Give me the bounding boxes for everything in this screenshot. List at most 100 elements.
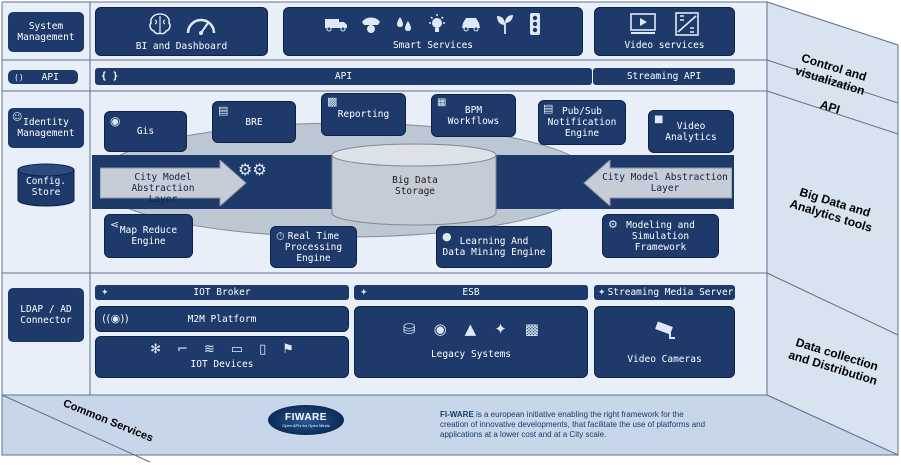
big-data-storage-label: Big Data Storage [392, 175, 438, 197]
video-services-box[interactable]: Video services [594, 7, 735, 56]
streaming-api-bar[interactable]: Streaming API [593, 68, 735, 85]
ldap-connector-box[interactable]: LDAP / AD Connector [8, 288, 84, 342]
identity-management-box[interactable]: ☺ Identity Management [8, 108, 84, 148]
city-model-left-arrow [100, 160, 247, 206]
api-side-label: API [41, 71, 59, 83]
smart-services-box[interactable]: Smart Services [283, 7, 583, 56]
lightbulb-small-icon: ● [442, 230, 452, 243]
street-lamp-icon: ⌐ [176, 342, 188, 357]
streaming-media-bar[interactable]: ✦ Streaming Media Server [594, 285, 735, 300]
location-map-icon: ⚑ [282, 342, 294, 357]
user-icon: ☺ [12, 112, 23, 123]
bi-dashboard-box[interactable]: BI and Dashboard [95, 7, 268, 56]
film-strip-icon [674, 12, 699, 36]
satellite-dish-icon: ✻ [150, 342, 161, 357]
m2m-platform-label: M2M Platform [187, 313, 257, 325]
config-store-label-wrap: Config. Store [16, 172, 76, 202]
iot-devices-box[interactable]: ✻ ⌐ ≋ ▭ ▯ ⚑ IOT Devices [95, 336, 349, 378]
esb-bar[interactable]: ✦ ESB [354, 285, 588, 300]
bpm-workflows-box[interactable]: ▦ BPM Workflows [431, 94, 516, 137]
bre-label: BRE [245, 116, 263, 128]
traffic-light-icon [530, 13, 540, 35]
fire-extinguisher-icon: ▲ [464, 320, 477, 338]
stopwatch-icon: ⏱ [276, 230, 285, 243]
smartphone-icon: ▯ [259, 342, 267, 357]
report-icon: ▩ [327, 95, 338, 108]
video-camera-icon: ■ [654, 114, 664, 125]
satellite-icon: ✦ [101, 287, 109, 298]
iot-broker-bar[interactable]: ✦ IOT Broker [95, 285, 349, 300]
api-bar[interactable]: { } API [95, 68, 592, 85]
m2m-platform-box[interactable]: ((◉)) M2M Platform [95, 306, 349, 332]
police-cap-icon [362, 17, 380, 33]
identity-management-label: Identity Management [17, 117, 75, 139]
realtime-engine-label: Real Time Processing Engine [284, 230, 343, 264]
video-cameras-box[interactable]: Video Cameras [594, 306, 735, 378]
police-icon: ◉ [433, 320, 447, 338]
modeling-framework-box[interactable]: ⚙ Modeling and Simulation Framework [602, 214, 719, 258]
reporting-label: Reporting [337, 109, 390, 120]
api-side-icon: () [14, 72, 24, 82]
database-icon: ⛁ [403, 320, 416, 338]
city-model-left-label: City Model Abstraction Layer [131, 172, 195, 205]
iot-broker-label: IOT Broker [193, 287, 251, 298]
api-braces-icon: { } [101, 71, 119, 82]
realtime-engine-box[interactable]: ⏱ Real Time Processing Engine [270, 226, 357, 268]
bi-dashboard-label: BI and Dashboard [135, 41, 228, 52]
bpm-workflows-label: BPM Workflows [447, 104, 500, 127]
bre-box[interactable]: ▤ BRE [212, 101, 296, 143]
satellite-small-icon: ✦ [494, 320, 507, 338]
legacy-systems-label: Legacy Systems [430, 349, 512, 360]
streaming-media-label: Streaming Media Server [607, 287, 734, 298]
city-model-right-arrow [583, 160, 732, 206]
esb-label: ESB [462, 287, 480, 298]
fiware-logo-text: FIWARE [285, 412, 327, 423]
city-model-right-label: City Model Abstraction Layer [602, 172, 728, 194]
config-store-cylinder [17, 163, 75, 207]
head-gear-icon: ⚙ [608, 218, 618, 231]
system-management-label: System Management [17, 21, 75, 43]
car-icon [462, 18, 480, 32]
learning-engine-box[interactable]: ● Learning And Data Mining Engine [436, 226, 552, 268]
video-analytics-label: Video Analytics [665, 120, 717, 143]
fiware-logo: FIWARE Open APIs for Open Minds [268, 405, 344, 435]
fiware-description-bold: FI-WARE [440, 410, 474, 419]
document-list-icon: ▤ [218, 104, 229, 117]
newspaper-icon: ▤ [543, 102, 554, 115]
video-player-icon [629, 13, 656, 34]
legacy-systems-box[interactable]: ⛁ ◉ ▲ ✦ ▩ Legacy Systems [354, 306, 588, 378]
modeling-framework-label: Modeling and Simulation Framework [626, 219, 695, 253]
brain-icon [148, 13, 171, 35]
map-reduce-box[interactable]: ⋖ Map Reduce Engine [104, 214, 193, 258]
car-small-icon: ▩ [524, 320, 539, 338]
streaming-api-label: Streaming API [626, 71, 702, 82]
security-camera-icon [654, 321, 675, 339]
reporting-box[interactable]: ▩ Reporting [321, 93, 406, 136]
iot-devices-label: IOT Devices [190, 359, 254, 370]
api-side-box[interactable]: () API [8, 70, 78, 84]
plant-icon [497, 15, 513, 34]
pubsub-engine-label: Pub/Sub Notification Engine [547, 106, 617, 139]
m2m-icon: ((◉)) [102, 312, 129, 325]
pubsub-engine-box[interactable]: ▤ Pub/Sub Notification Engine [538, 100, 626, 145]
api-bar-label: API [334, 71, 353, 82]
gears-icon: ⚙⚙ [238, 160, 267, 179]
workflow-icon: ▦ [437, 97, 447, 108]
system-management-box[interactable]: System Management [8, 12, 84, 52]
map-reduce-label: Map Reduce Engine [119, 225, 178, 247]
fiware-description: FI-WARE is a european initiative enablin… [440, 410, 710, 440]
gis-label: Gis [136, 126, 155, 137]
branch-icon: ⋖ [110, 218, 120, 231]
map-pin-icon: ◉ [110, 114, 121, 128]
big-data-storage-cylinder [331, 143, 497, 226]
learning-engine-label: Learning And Data Mining Engine [442, 236, 546, 258]
connector-icon: ✦ [360, 287, 368, 298]
smart-services-label: Smart Services [392, 40, 474, 51]
video-analytics-box[interactable]: ■ Video Analytics [648, 110, 734, 153]
water-drops-icon [397, 17, 411, 31]
signal-wave-icon: ≋ [203, 342, 215, 357]
video-services-label: Video services [624, 40, 705, 51]
fiware-description-text: is a european initiative enabling the ri… [440, 410, 706, 439]
gis-box[interactable]: ◉ Gis [104, 111, 187, 152]
